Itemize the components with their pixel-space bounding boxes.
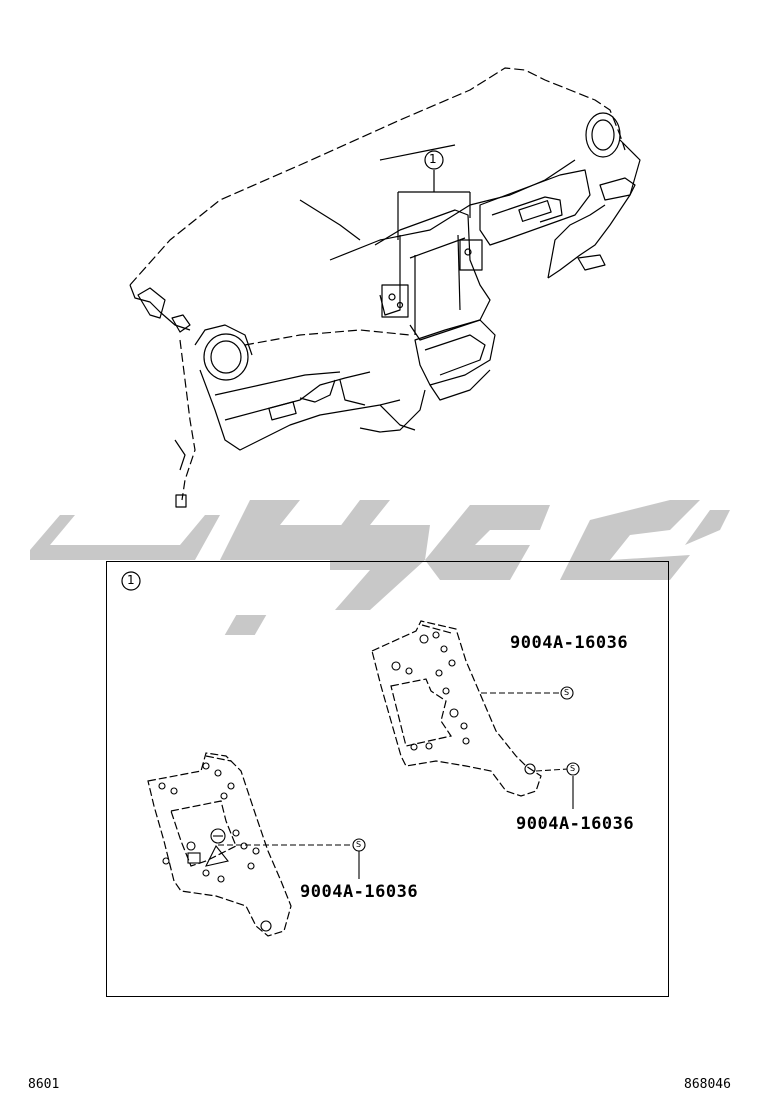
dashboard-assembly-drawing (129, 67, 641, 508)
callout-number: 1 (429, 152, 437, 166)
part-label-left: 9004A-16036 (300, 882, 419, 902)
screw-symbol (352, 686, 580, 852)
fastener-symbol-1: S (564, 688, 570, 697)
inset-frame (106, 561, 669, 997)
bracket-inset-drawing (121, 571, 580, 937)
inset-callout-number: 1 (127, 573, 135, 587)
fastener-symbol-3: S (356, 840, 362, 849)
part-label-right-top: 9004A-16036 (510, 633, 629, 653)
left-bracket-drawing (147, 752, 292, 937)
fastener-symbol-2: S (570, 764, 576, 773)
part-label-right-bottom: 9004A-16036 (516, 814, 635, 834)
footer-right-code: 868046 (684, 1077, 731, 1092)
right-bracket-drawing (371, 620, 542, 797)
footer-left-code: 8601 (28, 1077, 60, 1092)
